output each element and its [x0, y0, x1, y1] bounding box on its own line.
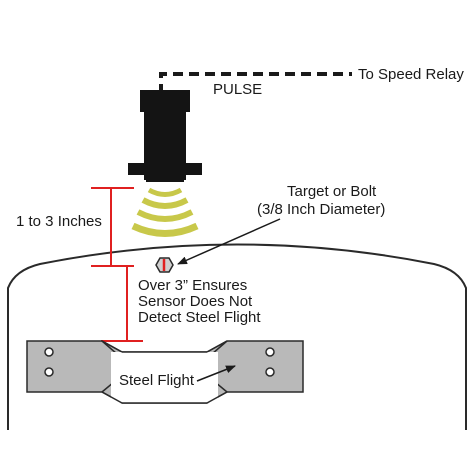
proximity-sensor [128, 90, 202, 182]
conveyor-housing [7, 243, 467, 430]
sensor-cap [140, 90, 190, 112]
target-label-line-1: Target or Bolt [287, 183, 377, 200]
flight-center-gap [111, 352, 218, 403]
sensor-face [146, 176, 184, 182]
steel-flight [26, 340, 304, 404]
to-speed-relay-label: To Speed Relay [358, 66, 464, 83]
bolt-hole-icon [265, 367, 275, 377]
wave-3 [136, 209, 194, 222]
over-3-line-2: Sensor Does Not [138, 293, 253, 310]
wave-4 [131, 222, 199, 237]
wave-2 [141, 197, 189, 209]
wave-1 [147, 187, 183, 197]
bolt-hole-icon [44, 367, 54, 377]
over-3-line-3: Detect Steel Flight [138, 309, 261, 326]
detection-waves [131, 187, 199, 237]
pulse-label: PULSE [213, 81, 262, 98]
steel-flight-label: Steel Flight [119, 372, 195, 389]
steel-flight-callout-arrow [196, 365, 236, 382]
dimension-over-3 [101, 266, 143, 342]
sensor-mounting-nut [128, 163, 202, 175]
target-callout-arrow [177, 218, 281, 265]
target-label-line-2: (3/8 Inch Diameter) [257, 201, 385, 218]
distance-label: 1 to 3 Inches [16, 213, 102, 230]
bolt-hole-icon [44, 347, 54, 357]
target-bolt [155, 257, 174, 273]
over-3-line-1: Over 3” Ensures [138, 277, 247, 294]
signal-cable [159, 72, 352, 94]
bolt-hole-icon [265, 347, 275, 357]
